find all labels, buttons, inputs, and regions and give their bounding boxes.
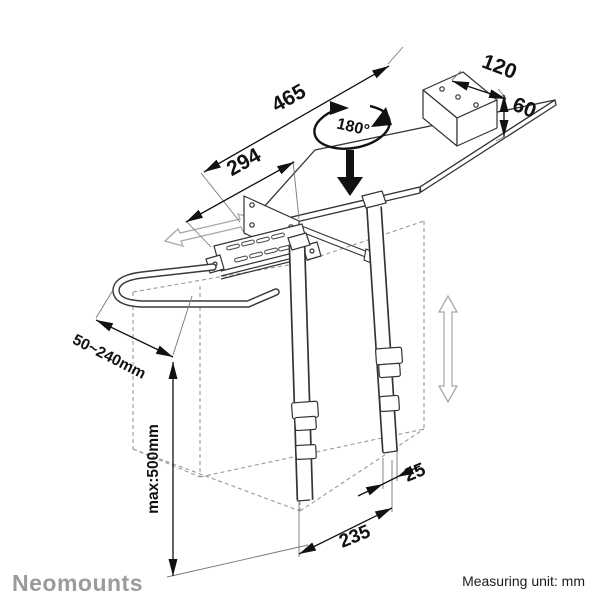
rotation-label: 180° bbox=[335, 116, 371, 140]
height-adjust-arrow bbox=[437, 294, 459, 404]
dim-slide-length-label: 294 bbox=[223, 144, 265, 181]
dim-strap-offset-label: 235 bbox=[336, 521, 374, 553]
dim-strap-width-label: 25 bbox=[401, 459, 429, 487]
strap-hook bbox=[287, 232, 311, 251]
dim-line-25m bbox=[382, 476, 398, 485]
dim-line-25a bbox=[357, 483, 384, 497]
dim-line-25b bbox=[396, 465, 421, 478]
dim-line-235 bbox=[298, 507, 393, 555]
dim-line-294 bbox=[185, 161, 295, 223]
dim-line-50-240 bbox=[95, 319, 174, 358]
handle bbox=[112, 263, 280, 308]
strap-buckle bbox=[291, 400, 319, 461]
dim-max-height-label: max:500mm bbox=[145, 424, 162, 514]
strap-buckle bbox=[375, 346, 403, 413]
left-strap bbox=[287, 232, 319, 502]
screw-hole bbox=[249, 222, 255, 228]
dim-line-120 bbox=[451, 80, 507, 100]
screw-hole bbox=[439, 86, 445, 92]
dimension-lines bbox=[95, 65, 509, 576]
screw-hole bbox=[473, 102, 479, 108]
right-strap bbox=[361, 190, 403, 454]
dim-bracket-depth-label: 120 bbox=[479, 50, 520, 84]
brand-logo: Neomounts bbox=[12, 570, 143, 596]
dim-shelf-length-label: 465 bbox=[268, 80, 310, 117]
strap-hook bbox=[361, 190, 387, 209]
top-shelf bbox=[244, 99, 557, 235]
dim-line-465 bbox=[203, 65, 390, 173]
measuring-unit-note: Measuring unit: mm bbox=[462, 573, 585, 589]
